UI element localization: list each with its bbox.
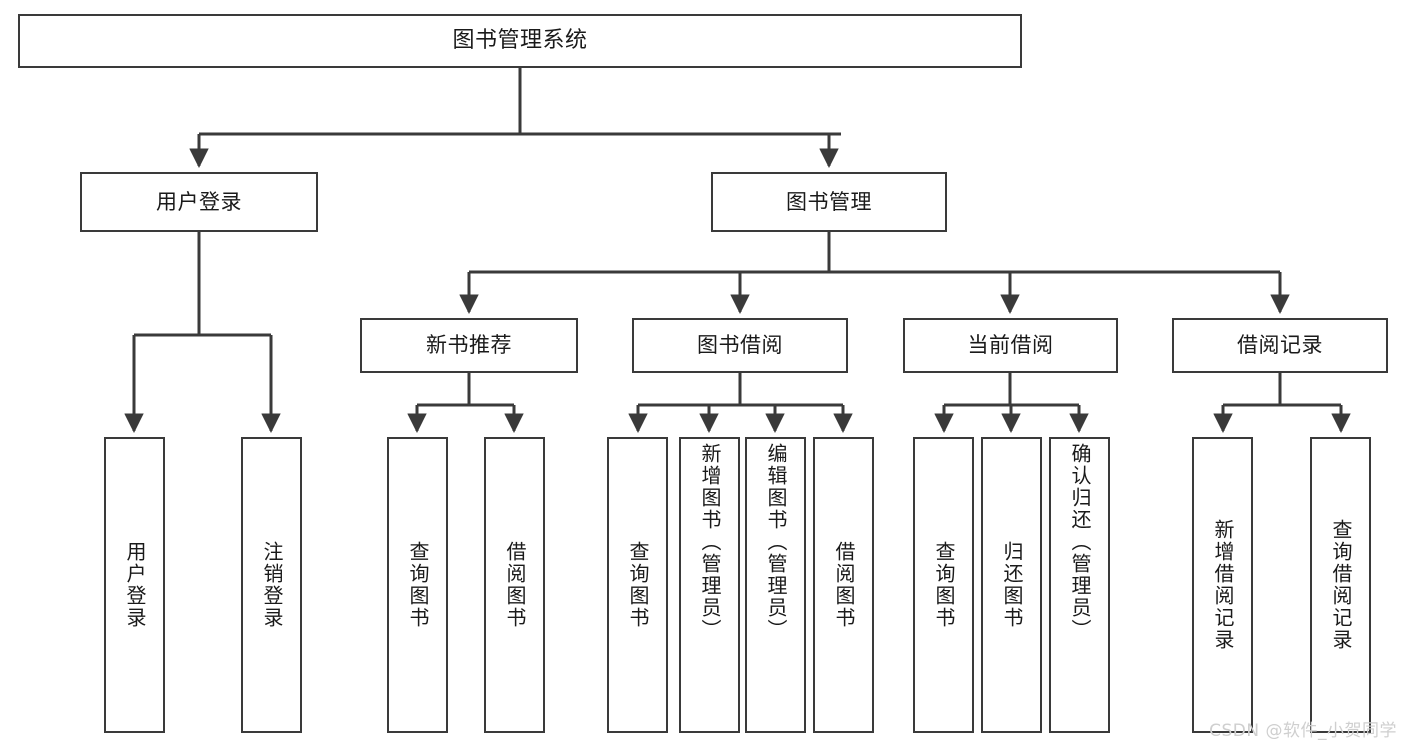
node-leaf-borrow-do[interactable]: 借阅图书 (813, 437, 874, 733)
node-leaf-current-confirm[interactable]: 确认归还（管理员） (1049, 437, 1110, 733)
node-current-borrow[interactable]: 当前借阅 (903, 318, 1118, 373)
node-user-login-label: 用户登录 (156, 189, 242, 214)
node-new-book-recommend-label: 新书推荐 (426, 333, 512, 358)
node-leaf-current-confirm-label: 确认归还（管理员） (1068, 443, 1092, 641)
node-leaf-record-query[interactable]: 查询借阅记录 (1310, 437, 1371, 733)
node-leaf-current-return[interactable]: 归还图书 (981, 437, 1042, 733)
node-leaf-newbook-borrow-label: 借阅图书 (503, 541, 527, 629)
node-root-label: 图书管理系统 (452, 28, 588, 54)
node-root[interactable]: 图书管理系统 (18, 14, 1022, 68)
node-leaf-borrow-do-label: 借阅图书 (832, 541, 856, 629)
node-new-book-recommend[interactable]: 新书推荐 (360, 318, 578, 373)
node-leaf-borrow-query-label: 查询图书 (626, 541, 650, 629)
node-book-management[interactable]: 图书管理 (711, 172, 947, 232)
node-current-borrow-label: 当前借阅 (967, 333, 1054, 358)
node-leaf-logout-label: 注销登录 (260, 541, 284, 629)
node-leaf-current-return-label: 归还图书 (1000, 541, 1024, 629)
node-user-login[interactable]: 用户登录 (80, 172, 318, 232)
node-borrow-record[interactable]: 借阅记录 (1172, 318, 1388, 373)
node-leaf-record-add[interactable]: 新增借阅记录 (1192, 437, 1253, 733)
node-leaf-current-query[interactable]: 查询图书 (913, 437, 974, 733)
node-borrow-record-label: 借阅记录 (1237, 333, 1323, 358)
node-leaf-logout[interactable]: 注销登录 (241, 437, 302, 733)
node-leaf-newbook-borrow[interactable]: 借阅图书 (484, 437, 545, 733)
node-leaf-record-add-label: 新增借阅记录 (1211, 519, 1235, 651)
watermark: CSDN @软件_小贺同学 (1209, 721, 1397, 741)
node-book-borrow[interactable]: 图书借阅 (632, 318, 848, 373)
node-leaf-borrow-edit[interactable]: 编辑图书（管理员） (745, 437, 806, 733)
node-leaf-newbook-query[interactable]: 查询图书 (387, 437, 448, 733)
node-leaf-borrow-add[interactable]: 新增图书（管理员） (679, 437, 740, 733)
node-leaf-user-login[interactable]: 用户登录 (104, 437, 165, 733)
node-leaf-record-query-label: 查询借阅记录 (1329, 519, 1353, 651)
node-leaf-borrow-edit-label: 编辑图书（管理员） (764, 443, 788, 641)
node-leaf-newbook-query-label: 查询图书 (406, 541, 430, 629)
node-book-borrow-label: 图书借阅 (697, 333, 783, 358)
node-book-management-label: 图书管理 (786, 189, 872, 214)
node-leaf-borrow-add-label: 新增图书（管理员） (698, 443, 722, 641)
node-leaf-borrow-query[interactable]: 查询图书 (607, 437, 668, 733)
node-leaf-current-query-label: 查询图书 (932, 541, 956, 629)
node-leaf-user-login-label: 用户登录 (123, 541, 147, 629)
